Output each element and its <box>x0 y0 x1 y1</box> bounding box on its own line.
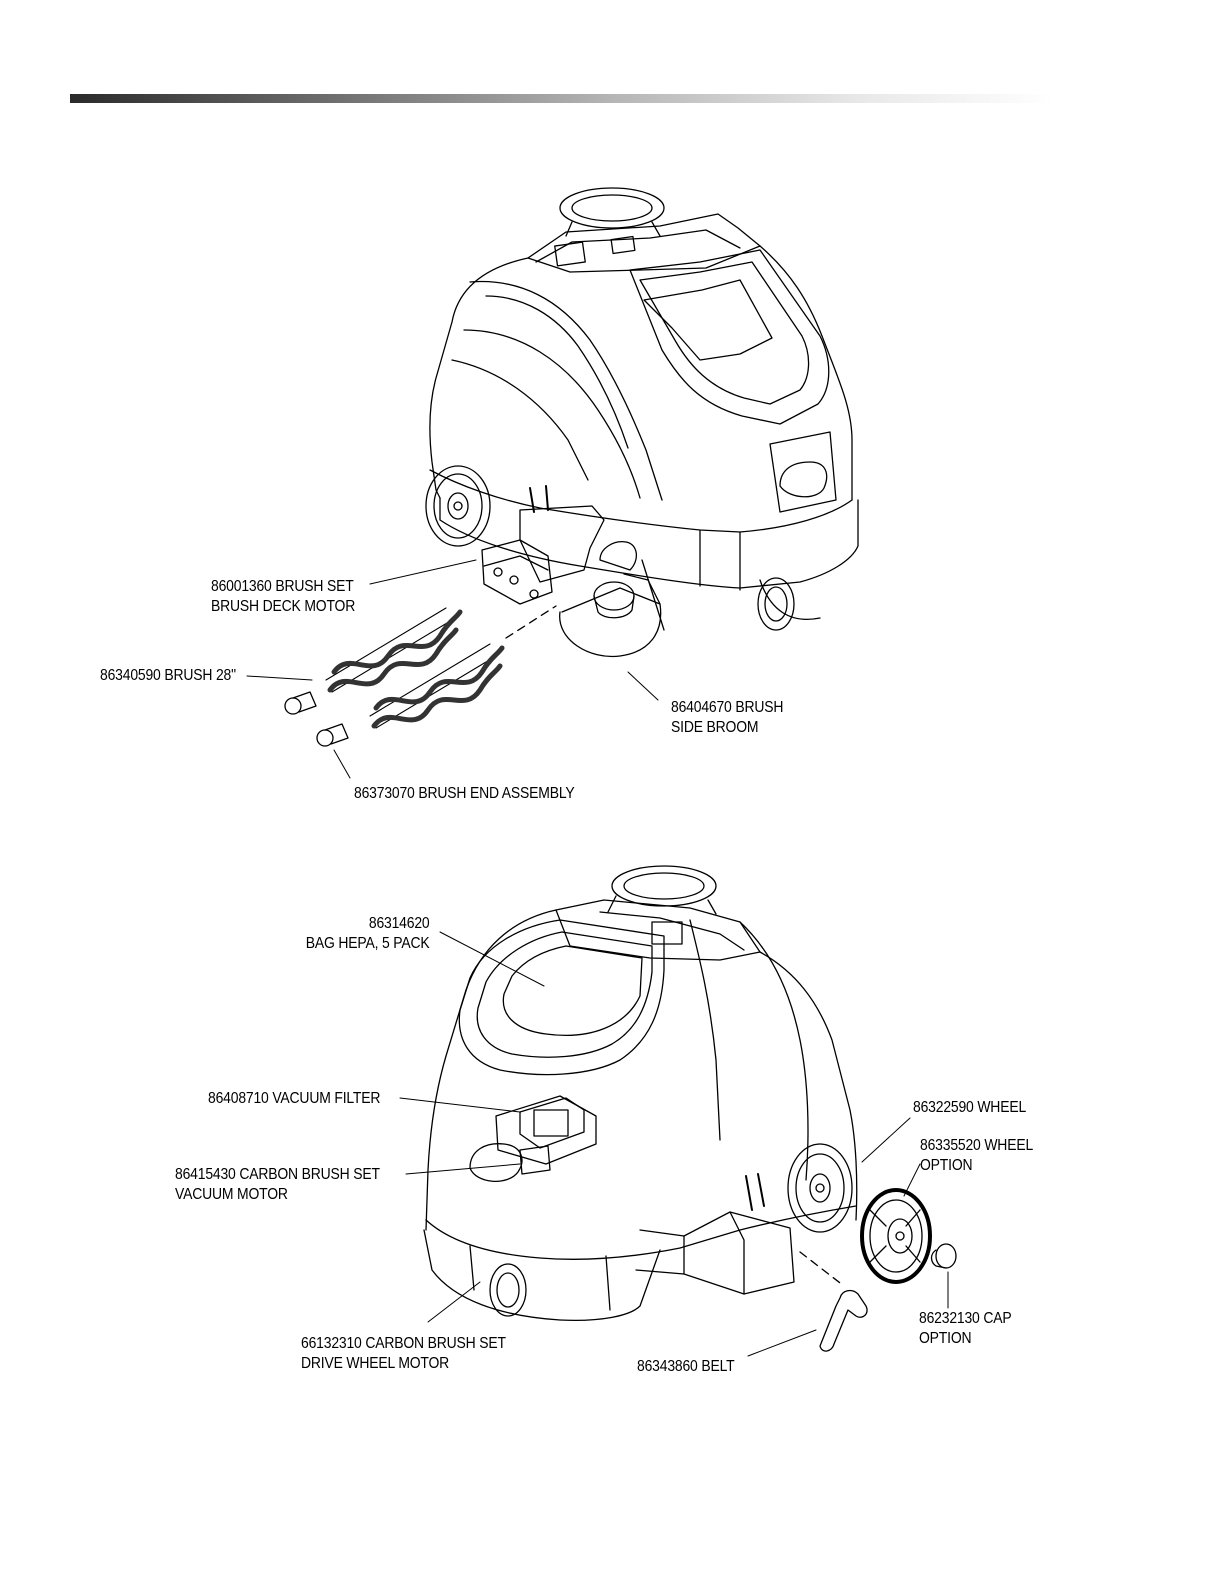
callout-brush-28: 86340590 BRUSH 28" <box>100 667 236 684</box>
callout-bag-hepa: 86314620 BAG HEPA, 5 PACK <box>305 915 429 952</box>
brush-rollers-illustration <box>284 607 505 747</box>
callout-brush-side-broom: 86404670 BRUSH SIDE BROOM <box>671 699 784 736</box>
top-machine-illustration <box>425 187 859 658</box>
callout-wheel: 86322590 WHEEL <box>913 1099 1027 1116</box>
callout-brush-end-assembly: 86373070 BRUSH END ASSEMBLY <box>354 785 575 802</box>
callout-carbon-brush-drive-wheel-motor: 66132310 CARBON BRUSH SET DRIVE WHEEL MO… <box>301 1335 506 1372</box>
callout-carbon-brush-vacuum-motor: 86415430 CARBON BRUSH SET VACUUM MOTOR <box>175 1166 380 1203</box>
callout-cap-option: 86232130 CAP OPTION <box>919 1310 1012 1347</box>
callout-brush-set-deck-motor: 86001360 BRUSH SET BRUSH DECK MOTOR <box>211 578 356 615</box>
callout-wheel-option: 86335520 WHEEL OPTION <box>920 1137 1034 1174</box>
bottom-machine-illustration <box>423 865 957 1352</box>
header-gradient-bar <box>70 94 1055 103</box>
callout-belt: 86343860 BELT <box>637 1358 735 1375</box>
callout-vacuum-filter: 86408710 VACUUM FILTER <box>208 1090 381 1107</box>
